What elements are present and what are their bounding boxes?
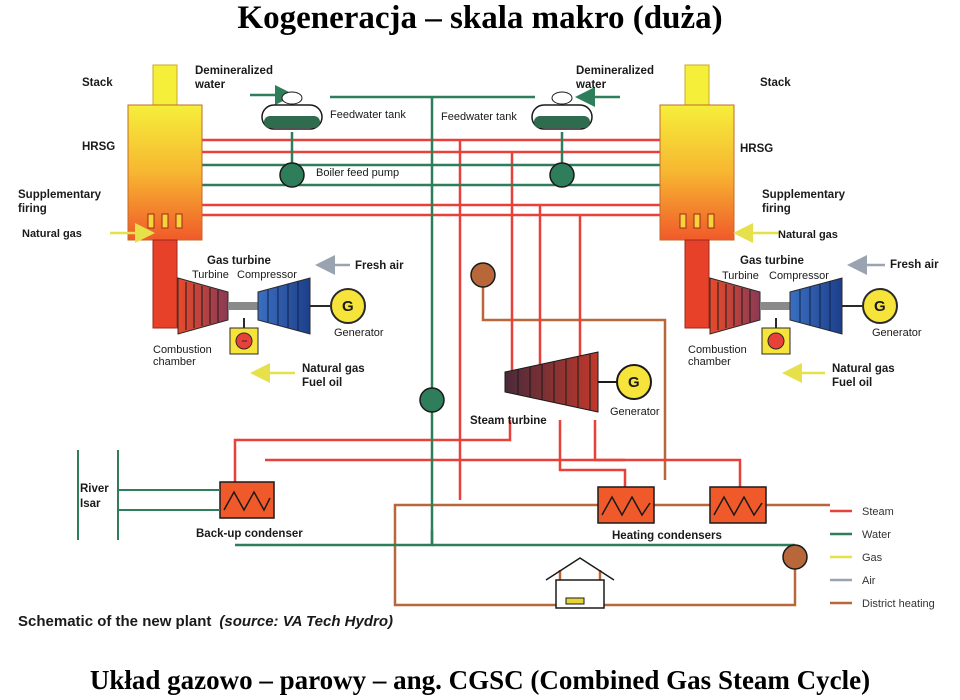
boiler-feed-pump-right: [549, 162, 575, 188]
page-title: Kogeneracja – skala makro (duża): [237, 0, 723, 36]
legend-item-steam: Steam: [830, 506, 894, 518]
label-comb-right-1: Combustion: [688, 344, 747, 356]
left-unit: [110, 64, 366, 383]
plant-schematic: Stack Stack Demineralized water Deminera…: [18, 64, 939, 630]
label-stack-left: Stack: [82, 77, 113, 89]
compressor-rotor-right: [789, 277, 843, 335]
label-feedwater-right: Feedwater tank: [441, 111, 517, 123]
heating-condenser-1: [597, 486, 655, 524]
label-backup-condenser: Back-up condenser: [196, 528, 303, 540]
gas-turbine-rotor-right: [709, 277, 761, 335]
generator-center: [616, 364, 652, 400]
label-gt-left: Gas turbine: [207, 255, 271, 267]
legend-item-district-heating: District heating: [830, 598, 935, 610]
label-compressor-left: Compressor: [237, 269, 297, 281]
river-isar: [77, 450, 220, 540]
label-demin-right-1: Demineralized: [576, 65, 654, 77]
boiler-feed-pump-left: [279, 162, 305, 188]
label-generator-left: Generator: [334, 327, 384, 339]
feedwater-tank-left: [261, 91, 323, 130]
legend-label-district-heating: District heating: [862, 598, 935, 610]
page-subtitle: Układ gazowo – parowy – ang. CGSC (Combi…: [89, 665, 871, 695]
label-supp-left-2: firing: [18, 203, 47, 215]
legend: Steam Water Gas Air District heating: [830, 506, 935, 610]
gas-duct-left: [152, 239, 178, 329]
right-unit: [659, 64, 898, 383]
caption-source: (source: VA Tech Hydro): [219, 613, 393, 630]
label-comb-left-2: chamber: [153, 356, 196, 368]
water-pump-center: [419, 387, 445, 413]
label-hrsg-right: HRSG: [740, 143, 773, 155]
label-fuel-left-1: Natural gas: [302, 363, 365, 375]
label-steam-turbine: Steam turbine: [470, 415, 547, 427]
label-fuel-left-2: Fuel oil: [302, 377, 342, 389]
generator-left: [330, 288, 366, 324]
legend-label-gas: Gas: [862, 552, 883, 564]
caption-main: Schematic of the new plant: [18, 613, 211, 630]
label-turbine-left: Turbine: [192, 269, 229, 281]
label-compressor-right: Compressor: [769, 270, 829, 282]
label-supp-right-2: firing: [762, 203, 791, 215]
burners-right: [679, 213, 715, 229]
label-generator-center: Generator: [610, 406, 660, 418]
label-supp-right-1: Supplementary: [762, 189, 846, 201]
compressor-rotor-left: [257, 277, 311, 335]
gas-turbine-rotor-left: [177, 277, 229, 335]
schematic-caption: Schematic of the new plant (source: VA Te…: [18, 613, 393, 630]
label-river-2: Isar: [80, 498, 101, 510]
label-fuel-right-1: Natural gas: [832, 363, 895, 375]
heating-condenser-2: [709, 486, 767, 524]
label-hrsg-left: HRSG: [82, 141, 115, 153]
g-symbol-right: G: [874, 298, 886, 315]
burners-left: [147, 213, 183, 229]
label-supp-left-1: Supplementary: [18, 189, 102, 201]
label-gt-right: Gas turbine: [740, 255, 804, 267]
label-turbine-right: Turbine: [722, 270, 759, 282]
diagram-labels: Stack Stack Demineralized water Deminera…: [18, 65, 939, 542]
label-demin-right-2: water: [575, 79, 607, 91]
generator-right: [862, 288, 898, 324]
label-natgas-right: Natural gas: [778, 229, 838, 241]
legend-item-water: Water: [830, 529, 891, 541]
district-heating-pump-bottom: [782, 544, 808, 570]
gas-duct-right: [684, 239, 710, 329]
label-river-1: River: [80, 483, 109, 495]
feedwater-tank-right: [531, 91, 593, 130]
district-heating-pump-top: [470, 262, 496, 288]
label-feedwater-left: Feedwater tank: [330, 109, 406, 121]
label-boiler-feed-pump: Boiler feed pump: [316, 167, 399, 179]
backup-condenser: [219, 481, 275, 519]
g-symbol-left: G: [342, 298, 354, 315]
stack-left: [152, 64, 178, 106]
steam-turbine: [504, 351, 652, 413]
legend-item-gas: Gas: [830, 552, 883, 564]
label-fresh-air-right: Fresh air: [890, 259, 939, 271]
label-natgas-left: Natural gas: [22, 228, 82, 240]
legend-label-water: Water: [862, 529, 891, 541]
stack-right: [684, 64, 710, 106]
label-comb-right-2: chamber: [688, 356, 731, 368]
legend-item-air: Air: [830, 575, 876, 587]
label-heating-condensers: Heating condensers: [612, 530, 722, 542]
label-stack-right: Stack: [760, 77, 791, 89]
label-demin-left-1: Demineralized: [195, 65, 273, 77]
house-icon: [545, 557, 615, 609]
legend-label-air: Air: [862, 575, 876, 587]
legend-label-steam: Steam: [862, 506, 894, 518]
label-generator-right: Generator: [872, 327, 922, 339]
g-symbol-center: G: [628, 374, 640, 391]
steam-pipes: [180, 138, 742, 500]
label-fuel-right-2: Fuel oil: [832, 377, 872, 389]
label-fresh-air-left: Fresh air: [355, 260, 404, 272]
water-pipes: [180, 85, 795, 547]
label-demin-left-2: water: [194, 79, 226, 91]
label-comb-left-1: Combustion: [153, 344, 212, 356]
